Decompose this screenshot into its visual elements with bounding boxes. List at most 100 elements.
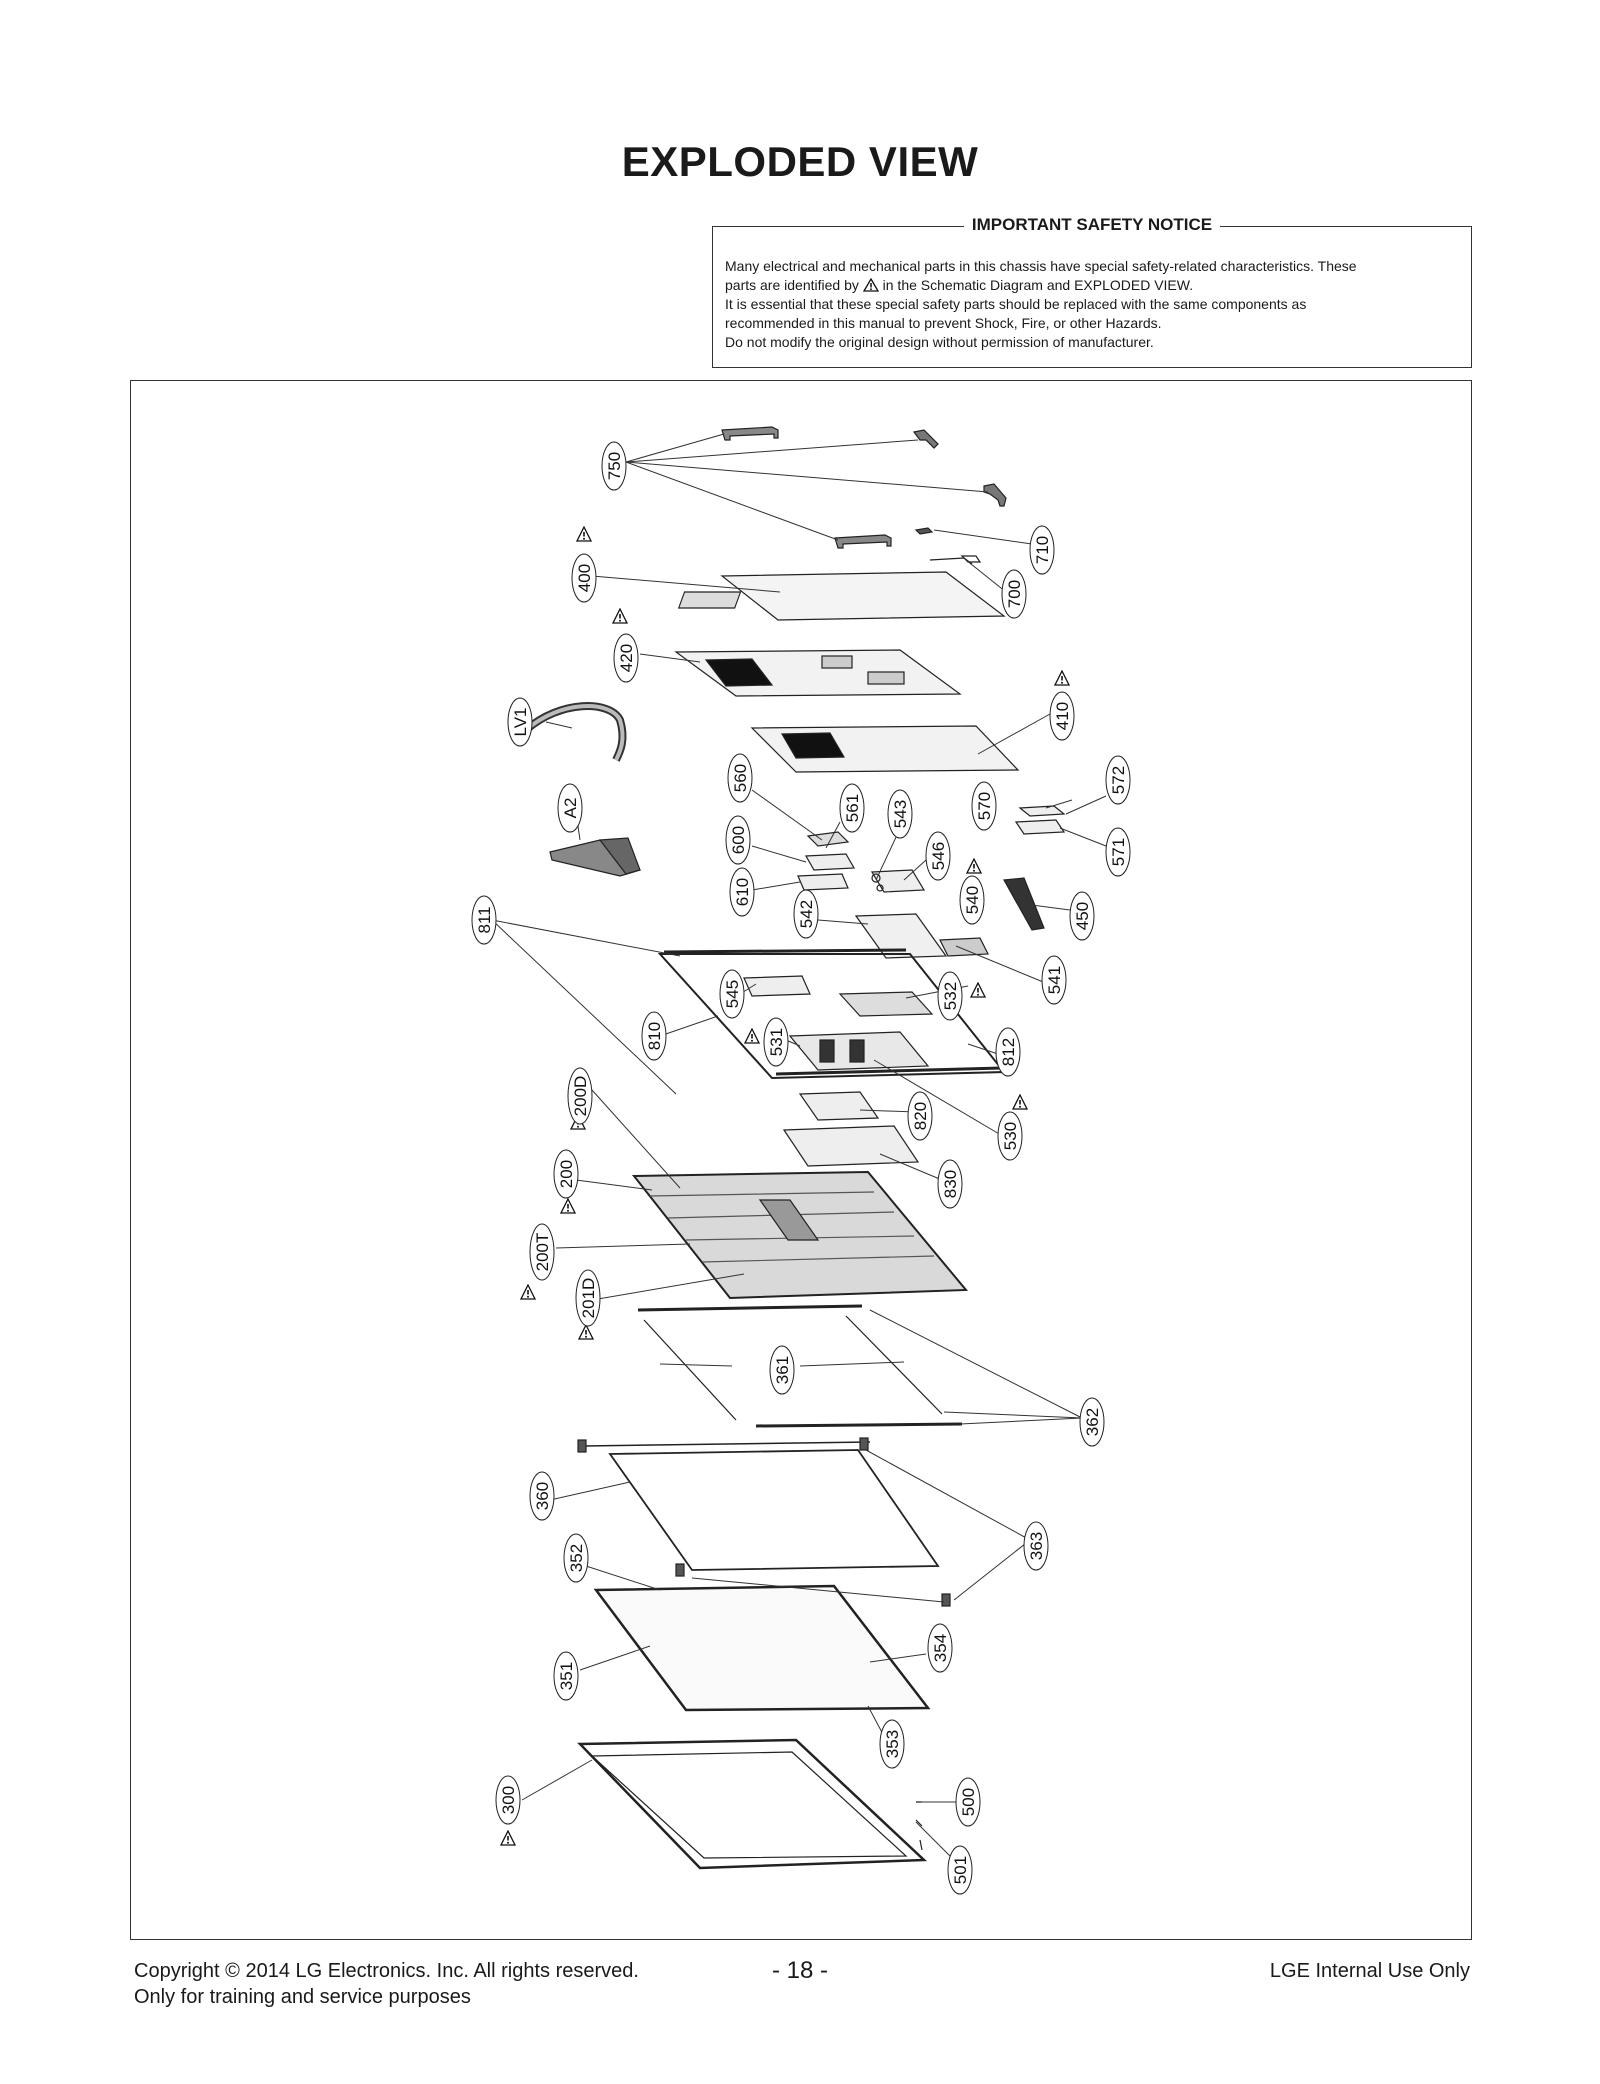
- part-label: 811: [471, 895, 497, 945]
- safety-notice-box: IMPORTANT SAFETY NOTICE Many electrical …: [712, 215, 1472, 368]
- svg-text:501: 501: [951, 1856, 970, 1884]
- svg-text:820: 820: [911, 1102, 930, 1130]
- svg-text:561: 561: [843, 794, 862, 822]
- part-label: 420: [613, 633, 639, 683]
- svg-text:830: 830: [941, 1170, 960, 1198]
- svg-text:543: 543: [891, 800, 910, 828]
- part-label: 830: [937, 1159, 963, 1209]
- svg-text:811: 811: [475, 906, 494, 933]
- lvds-cable: [523, 702, 627, 762]
- part-label: 351: [553, 1651, 579, 1701]
- svg-text:542: 542: [797, 900, 816, 928]
- part-label: 410: [1049, 691, 1075, 741]
- part-label: 561: [839, 783, 865, 833]
- notice-line-2: parts are identified by in the Schematic…: [725, 277, 1194, 293]
- part-label: 545: [719, 969, 745, 1019]
- leader-lines: [491, 433, 1107, 1865]
- part-label: 363: [1023, 1521, 1049, 1571]
- part-label: 750: [601, 441, 627, 491]
- part-label: 361: [769, 1345, 795, 1395]
- notice-line-5: Do not modify the original design withou…: [725, 334, 1154, 350]
- svg-text:812: 812: [999, 1038, 1018, 1066]
- footer-copyright: Copyright © 2014 LG Electronics. Inc. Al…: [134, 1958, 639, 2010]
- part-label: 531: [763, 1017, 789, 1067]
- page-number: - 18 -: [771, 1957, 828, 1984]
- svg-text:570: 570: [975, 792, 994, 820]
- svg-text:363: 363: [1027, 1532, 1046, 1560]
- warning-triangle-icon: [744, 1028, 760, 1044]
- part-label: LV1: [507, 697, 533, 747]
- lcd-panel: [593, 1584, 931, 1712]
- part-label: 820: [907, 1091, 933, 1141]
- svg-text:A2: A2: [561, 798, 580, 819]
- svg-text:600: 600: [729, 826, 748, 854]
- front-bezel: [577, 1738, 928, 1870]
- part-label: 560: [727, 753, 753, 803]
- svg-text:LV1: LV1: [511, 708, 530, 737]
- warning-triangle-icon: [966, 858, 982, 874]
- svg-text:361: 361: [773, 1356, 792, 1384]
- part-label: 400: [571, 553, 597, 603]
- warning-triangle-icon: [1054, 670, 1070, 686]
- svg-text:532: 532: [941, 982, 960, 1010]
- svg-text:530: 530: [1001, 1122, 1020, 1150]
- part-label: 450: [1069, 891, 1095, 941]
- svg-text:560: 560: [731, 764, 750, 792]
- part-label: 362: [1079, 1397, 1105, 1447]
- svg-text:353: 353: [883, 1730, 902, 1758]
- svg-text:531: 531: [767, 1028, 786, 1056]
- part-label: 200T: [529, 1223, 555, 1281]
- warning-triangle-icon: [576, 526, 592, 542]
- svg-text:610: 610: [733, 878, 752, 906]
- svg-text:300: 300: [499, 1786, 518, 1814]
- svg-text:700: 700: [1005, 580, 1024, 608]
- svg-text:572: 572: [1109, 766, 1128, 794]
- svg-text:201D: 201D: [579, 1278, 598, 1319]
- svg-text:352: 352: [567, 1544, 586, 1572]
- part-label: 570: [971, 781, 997, 831]
- part-label: 200: [553, 1149, 579, 1199]
- svg-text:362: 362: [1083, 1408, 1102, 1436]
- notice-line-1: Many electrical and mechanical parts in …: [725, 258, 1357, 274]
- part-label: 352: [563, 1533, 589, 1583]
- part-label: 530: [997, 1111, 1023, 1161]
- warning-triangle-icon: [520, 1284, 536, 1300]
- part-graphics: [523, 426, 1066, 1870]
- part-label: 571: [1105, 827, 1131, 877]
- svg-text:540: 540: [963, 886, 982, 914]
- svg-text:546: 546: [929, 842, 948, 870]
- diagram-frame: [130, 380, 1472, 1940]
- part-label: 540: [959, 875, 985, 925]
- warning-triangle-icon: [500, 1830, 516, 1846]
- svg-text:571: 571: [1109, 838, 1128, 866]
- part-label: 543: [887, 789, 913, 839]
- svg-text:750: 750: [605, 452, 624, 480]
- main-board-542: [854, 913, 948, 959]
- safety-notice-heading: IMPORTANT SAFETY NOTICE: [963, 215, 1221, 234]
- part-labels: 750 710 700 400 420 410 LV1 A2 560 561 6…: [471, 441, 1131, 1895]
- part-label: 532: [937, 971, 963, 1021]
- svg-text:710: 710: [1033, 536, 1052, 564]
- part-label: 810: [641, 1011, 667, 1061]
- part-label: 546: [925, 831, 951, 881]
- warning-triangle-icon: [560, 1198, 576, 1214]
- notice-line-4: recommended in this manual to prevent Sh…: [725, 315, 1162, 331]
- part-label: A2: [557, 783, 583, 833]
- back-cover: [720, 571, 1006, 621]
- part-label: 542: [793, 889, 819, 939]
- part-label: 201D: [575, 1269, 601, 1327]
- bracket-parts: [721, 426, 1007, 565]
- svg-text:541: 541: [1045, 966, 1064, 994]
- svg-text:400: 400: [575, 564, 594, 592]
- svg-text:810: 810: [645, 1022, 664, 1050]
- warning-triangle-icon: [1012, 1094, 1028, 1110]
- part-label: 354: [927, 1623, 953, 1673]
- svg-text:545: 545: [723, 980, 742, 1008]
- part-label: 300: [495, 1775, 521, 1825]
- warning-triangle-icon: [578, 1324, 594, 1340]
- part-label: 610: [729, 867, 755, 917]
- svg-text:360: 360: [533, 1482, 552, 1510]
- part-label: 812: [995, 1027, 1021, 1077]
- notice-line-3: It is essential that these special safet…: [725, 296, 1307, 312]
